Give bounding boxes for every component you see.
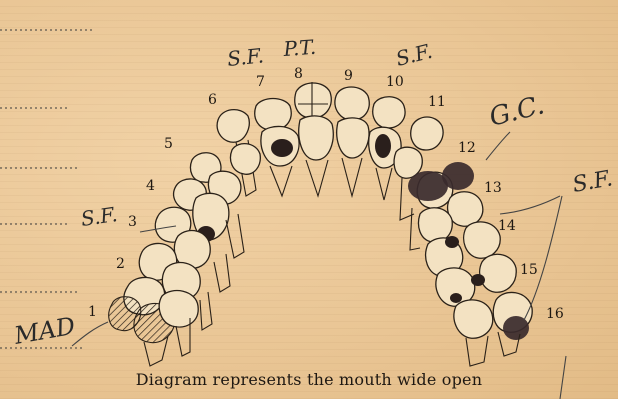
annotation-sf: S.F. bbox=[79, 202, 118, 231]
tooth-14-crown bbox=[464, 222, 501, 258]
tooth-11-crown bbox=[411, 117, 443, 150]
annotation-mad: MAD bbox=[11, 312, 77, 350]
annotation-pt: P.T. bbox=[282, 35, 317, 61]
tooth-13-inner bbox=[419, 208, 453, 243]
pointer-line bbox=[486, 132, 510, 160]
tooth-number: 12 bbox=[458, 140, 476, 156]
tooth-8-root bbox=[306, 160, 328, 196]
cavity-spot bbox=[503, 316, 529, 340]
annotation-sf: S.F. bbox=[393, 39, 434, 71]
tooth-number: 1 bbox=[88, 304, 97, 320]
tooth-1-inner bbox=[159, 291, 198, 327]
tooth-number: 14 bbox=[498, 218, 516, 234]
tooth-number: 6 bbox=[208, 92, 217, 108]
tooth-9-inner bbox=[337, 118, 369, 158]
tooth-16-inner bbox=[454, 300, 493, 338]
cavity-spot bbox=[450, 293, 462, 303]
annotation-sf: S.F. bbox=[226, 43, 265, 71]
tooth-7-root bbox=[270, 166, 292, 196]
tooth-6-inner bbox=[231, 144, 261, 175]
annotation-gc: G.C. bbox=[486, 90, 547, 132]
tooth-number: 3 bbox=[128, 214, 137, 230]
tooth-number: 11 bbox=[428, 94, 446, 110]
tooth-15-crown bbox=[480, 254, 517, 292]
tooth-9-root bbox=[342, 158, 362, 196]
tooth-10-crown bbox=[373, 97, 405, 128]
tooth-3-root bbox=[200, 292, 212, 330]
tooth-7-crown bbox=[255, 99, 291, 131]
tooth-6-crown bbox=[217, 110, 249, 143]
tooth-number: 9 bbox=[344, 68, 353, 84]
tooth-number: 15 bbox=[520, 262, 538, 278]
tooth-4-root bbox=[214, 254, 230, 292]
dotted-lines bbox=[0, 30, 95, 348]
right-posterior-teeth bbox=[408, 162, 532, 366]
tooth-9-crown bbox=[335, 87, 369, 120]
diagram-caption: Diagram represents the mouth wide open bbox=[0, 370, 618, 389]
tooth-number: 8 bbox=[294, 66, 303, 82]
cavity-spot bbox=[375, 134, 391, 158]
left-posterior-teeth bbox=[109, 144, 261, 366]
tooth-number: 16 bbox=[546, 306, 564, 322]
cavity-spot bbox=[408, 171, 448, 201]
tooth-number: 13 bbox=[484, 180, 502, 196]
cavity-spot bbox=[471, 274, 485, 286]
tooth-10-root bbox=[376, 168, 392, 200]
tooth-number: 10 bbox=[386, 74, 404, 90]
cavity-spot bbox=[442, 162, 474, 190]
tooth-number: 4 bbox=[146, 178, 155, 194]
cavity-spot bbox=[445, 236, 459, 248]
tooth-8-crown bbox=[295, 83, 331, 118]
tooth-16-root bbox=[466, 336, 488, 366]
tooth-number: 7 bbox=[256, 74, 265, 90]
tooth-number: 2 bbox=[116, 256, 125, 272]
tooth-number: 5 bbox=[164, 136, 173, 152]
cavity-spot bbox=[271, 139, 293, 157]
pointer-line bbox=[72, 322, 108, 346]
pointer-line bbox=[500, 196, 560, 214]
annotation-sf: S.F. bbox=[571, 166, 615, 198]
tooth-13-crown bbox=[448, 192, 483, 227]
tooth-8-inner bbox=[299, 116, 333, 160]
